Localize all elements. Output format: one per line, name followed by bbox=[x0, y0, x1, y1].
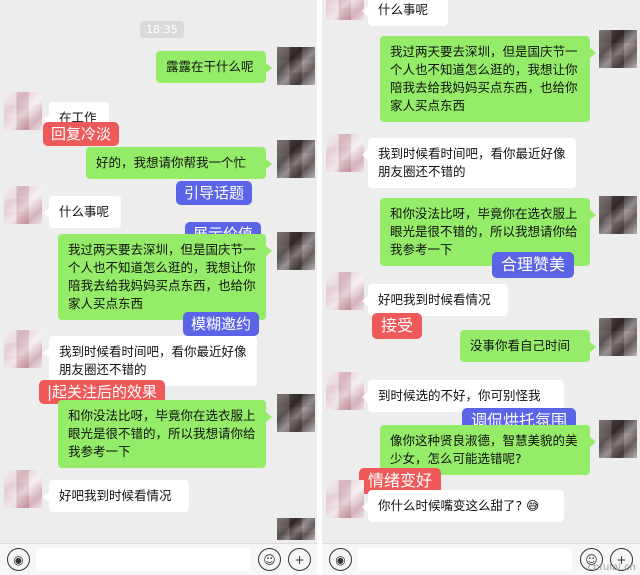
message-bubble-sent[interactable]: 和你没法比呀，毕竟你在选衣服上眼光是很不错的，所以我想请你给我参考一下 bbox=[58, 400, 272, 468]
my-avatar[interactable] bbox=[599, 196, 637, 234]
my-avatar[interactable] bbox=[277, 47, 315, 85]
message-bubble-sent[interactable]: 没事你看自己时间 bbox=[460, 330, 596, 362]
my-avatar[interactable] bbox=[277, 232, 315, 270]
contact-avatar[interactable] bbox=[4, 92, 42, 130]
message-text: 你什么时候嘴变这么甜了? bbox=[378, 498, 523, 513]
my-avatar[interactable] bbox=[599, 318, 637, 356]
contact-avatar[interactable] bbox=[326, 0, 364, 20]
voice-icon[interactable]: ◉ bbox=[329, 548, 352, 571]
chat-panel-left: 18:35 露露在干什么呢 在工作 回复冷淡 好的，我想请你帮我一个忙 引导话题… bbox=[0, 0, 317, 575]
message-bubble-sent[interactable]: 我过两天要去深圳，但是国庆节一个人也不知道怎么逛的，我想让你陪我去给我妈妈买点东… bbox=[380, 36, 596, 122]
emoji-icon[interactable]: ☺ bbox=[580, 548, 603, 571]
contact-avatar[interactable] bbox=[326, 134, 364, 172]
contact-avatar[interactable] bbox=[4, 330, 42, 368]
annotation-tag-vague-invite: 模糊邀约 bbox=[183, 312, 260, 336]
message-bubble-received[interactable]: 好吧我到时候看情况 bbox=[362, 284, 508, 316]
watermark: cnfulai.cn bbox=[587, 562, 636, 573]
contact-avatar[interactable] bbox=[4, 186, 42, 224]
input-bar: ◉ ☺ + bbox=[322, 543, 640, 575]
message-bubble-sent[interactable]: 和你没法比呀，毕竟你在选衣服上眼光是很不错的，所以我想请你给我参考一下 bbox=[380, 198, 596, 266]
contact-avatar[interactable] bbox=[326, 372, 364, 410]
contact-avatar[interactable] bbox=[326, 272, 364, 310]
sweat-smile-emoji-icon: 😅 bbox=[526, 498, 540, 513]
message-bubble-received[interactable]: 到时候选的不好，你可别怪我 bbox=[362, 380, 564, 412]
my-avatar[interactable] bbox=[277, 518, 315, 540]
my-avatar[interactable] bbox=[277, 394, 315, 432]
message-bubble-received[interactable]: 什么事呢 bbox=[43, 196, 121, 228]
message-bubble-received[interactable]: 我到时候看时间吧，看你最近好像朋友圈还不错的 bbox=[43, 336, 257, 386]
input-bar: ◉ ☺ + bbox=[0, 543, 317, 575]
chat-panel-right: 什么事呢 我过两天要去深圳，但是国庆节一个人也不知道怎么逛的，我想让你陪我去给我… bbox=[322, 0, 640, 575]
my-avatar[interactable] bbox=[599, 420, 637, 458]
annotation-tag-praise: 合理赞美 bbox=[492, 252, 575, 278]
message-bubble-sent[interactable]: 像你这种贤良淑德，智慧美貌的美少女，怎么可能选错呢? bbox=[380, 425, 596, 475]
annotation-tag-accept: 接受 bbox=[372, 313, 423, 339]
message-bubble-sent[interactable]: 露露在干什么呢 bbox=[156, 51, 272, 83]
message-bubble-sent[interactable]: 好的，我想请你帮我一个忙 bbox=[86, 147, 272, 179]
plus-icon[interactable]: + bbox=[610, 548, 633, 571]
my-avatar[interactable] bbox=[599, 30, 637, 68]
annotation-tag-reply-cold: 回复冷淡 bbox=[43, 122, 120, 146]
annotation-tag-mood-up: 情绪变好 bbox=[359, 468, 442, 494]
message-bubble-received[interactable]: 你什么时候嘴变这么甜了? 😅 bbox=[362, 490, 564, 522]
emoji-icon[interactable]: ☺ bbox=[258, 548, 281, 571]
message-bubble-received[interactable]: 好吧我到时候看情况 bbox=[43, 480, 189, 512]
message-bubble-sent[interactable]: 我过两天要去深圳，但是国庆节一个人也不知道怎么逛的，我想让你陪我去给我妈妈买点东… bbox=[58, 234, 272, 320]
annotation-tag-guide-topic: 引导话题 bbox=[176, 181, 253, 205]
voice-icon[interactable]: ◉ bbox=[7, 548, 30, 571]
message-bubble-received[interactable]: 我到时候看时间吧，看你最近好像朋友圈还不错的 bbox=[362, 138, 576, 188]
my-avatar[interactable] bbox=[277, 140, 315, 178]
timestamp: 18:35 bbox=[140, 21, 184, 38]
contact-avatar[interactable] bbox=[326, 480, 364, 518]
message-input[interactable] bbox=[36, 548, 250, 571]
message-input[interactable] bbox=[358, 548, 572, 571]
plus-icon[interactable]: + bbox=[288, 548, 311, 571]
contact-avatar[interactable] bbox=[4, 470, 42, 508]
message-bubble-received[interactable]: 什么事呢 bbox=[362, 0, 448, 26]
